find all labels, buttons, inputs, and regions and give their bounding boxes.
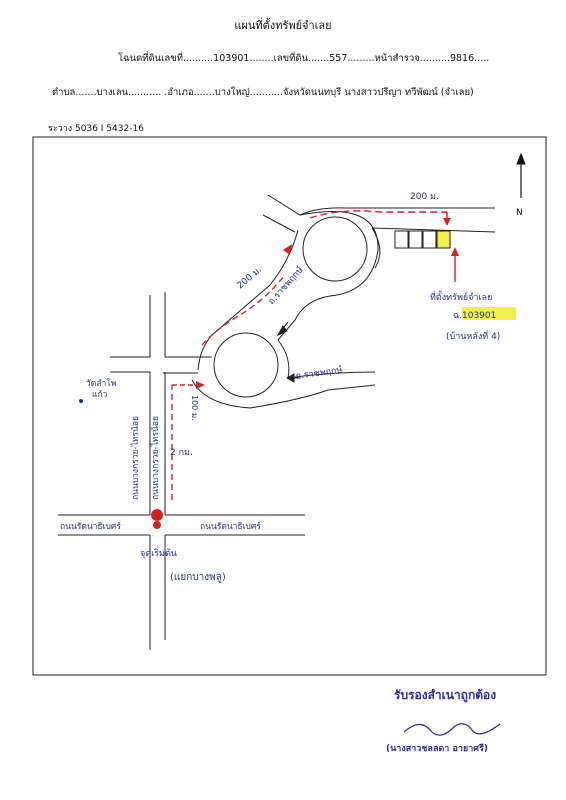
north-label: N — [516, 208, 523, 218]
property-label: ที่ตั้งทรัพย์จำเลย — [430, 290, 492, 303]
rattanathibet-road — [58, 514, 305, 536]
road-vertical-label-2: ถนนบางกรวย-ไทรน้อย — [150, 416, 161, 500]
temple-marker-icon — [79, 399, 83, 403]
certified-copy-stamp: รับรองสำเนาถูกต้อง — [394, 688, 497, 702]
document-title: แผนที่ตั้งทรัพย์จำเลย — [234, 19, 332, 32]
property-number-highlight — [462, 307, 516, 320]
route-path — [171, 210, 456, 500]
distance-diagonal-label: 200 ม. — [236, 265, 265, 291]
route-arrows — [196, 218, 459, 389]
road-horizontal-label-2: ถนนรัตนาธิเบศร์ — [200, 521, 261, 532]
location-info-line: ตำบล.......บางเลน........... .อำเภอ.....… — [52, 87, 474, 98]
direction-arrows — [276, 321, 300, 383]
distance-km-label: 2 กม. — [170, 448, 193, 458]
vertical-roads — [110, 292, 212, 650]
deed-info-line: โฉนดที่ดินเลขที่..........103901........… — [118, 53, 490, 64]
temple-label-line2: แก้ว — [92, 389, 108, 400]
property-number: ฉ.103901 — [453, 311, 496, 321]
road-diagonal-label: ถ.ราชพฤกษ์ — [265, 264, 306, 307]
start-point-label: จุดเริ่มต้น — [140, 546, 177, 559]
map-sheet-reference: ระวาง 5036 I 5432-16 — [48, 124, 144, 134]
temple-label-line1: วัดลำโพ — [86, 378, 116, 389]
houses-row — [394, 230, 451, 249]
upper-roundabout — [299, 211, 381, 297]
start-pin-icon — [151, 509, 164, 536]
north-arrow-icon — [516, 152, 526, 198]
diagonal-road — [211, 229, 331, 341]
road-curve-label: ถ.ราชพฤกษ์ — [295, 364, 343, 382]
distance-vertical-label: 100 ม. — [190, 395, 199, 421]
distance-top-label: 200 ม. — [410, 192, 439, 202]
road-vertical-label-1: ถนนบางกรวย-ไทรน้อย — [130, 416, 141, 500]
top-road — [262, 194, 496, 233]
map-frame — [32, 136, 547, 676]
road-horizontal-label-1: ถนนรัตนาธิเบศร์ — [60, 521, 121, 532]
target-house — [436, 230, 451, 249]
signature-icon — [403, 723, 501, 736]
property-sublabel: (บ้านหลังที่ 4) — [446, 329, 500, 342]
temple-label: วัดลำโพ แก้ว — [86, 378, 119, 400]
start-point-sublabel: (แยกบางพลู) — [170, 572, 226, 583]
certifier-name: (นางสาวชลลดา อายาศรี) — [386, 744, 488, 754]
